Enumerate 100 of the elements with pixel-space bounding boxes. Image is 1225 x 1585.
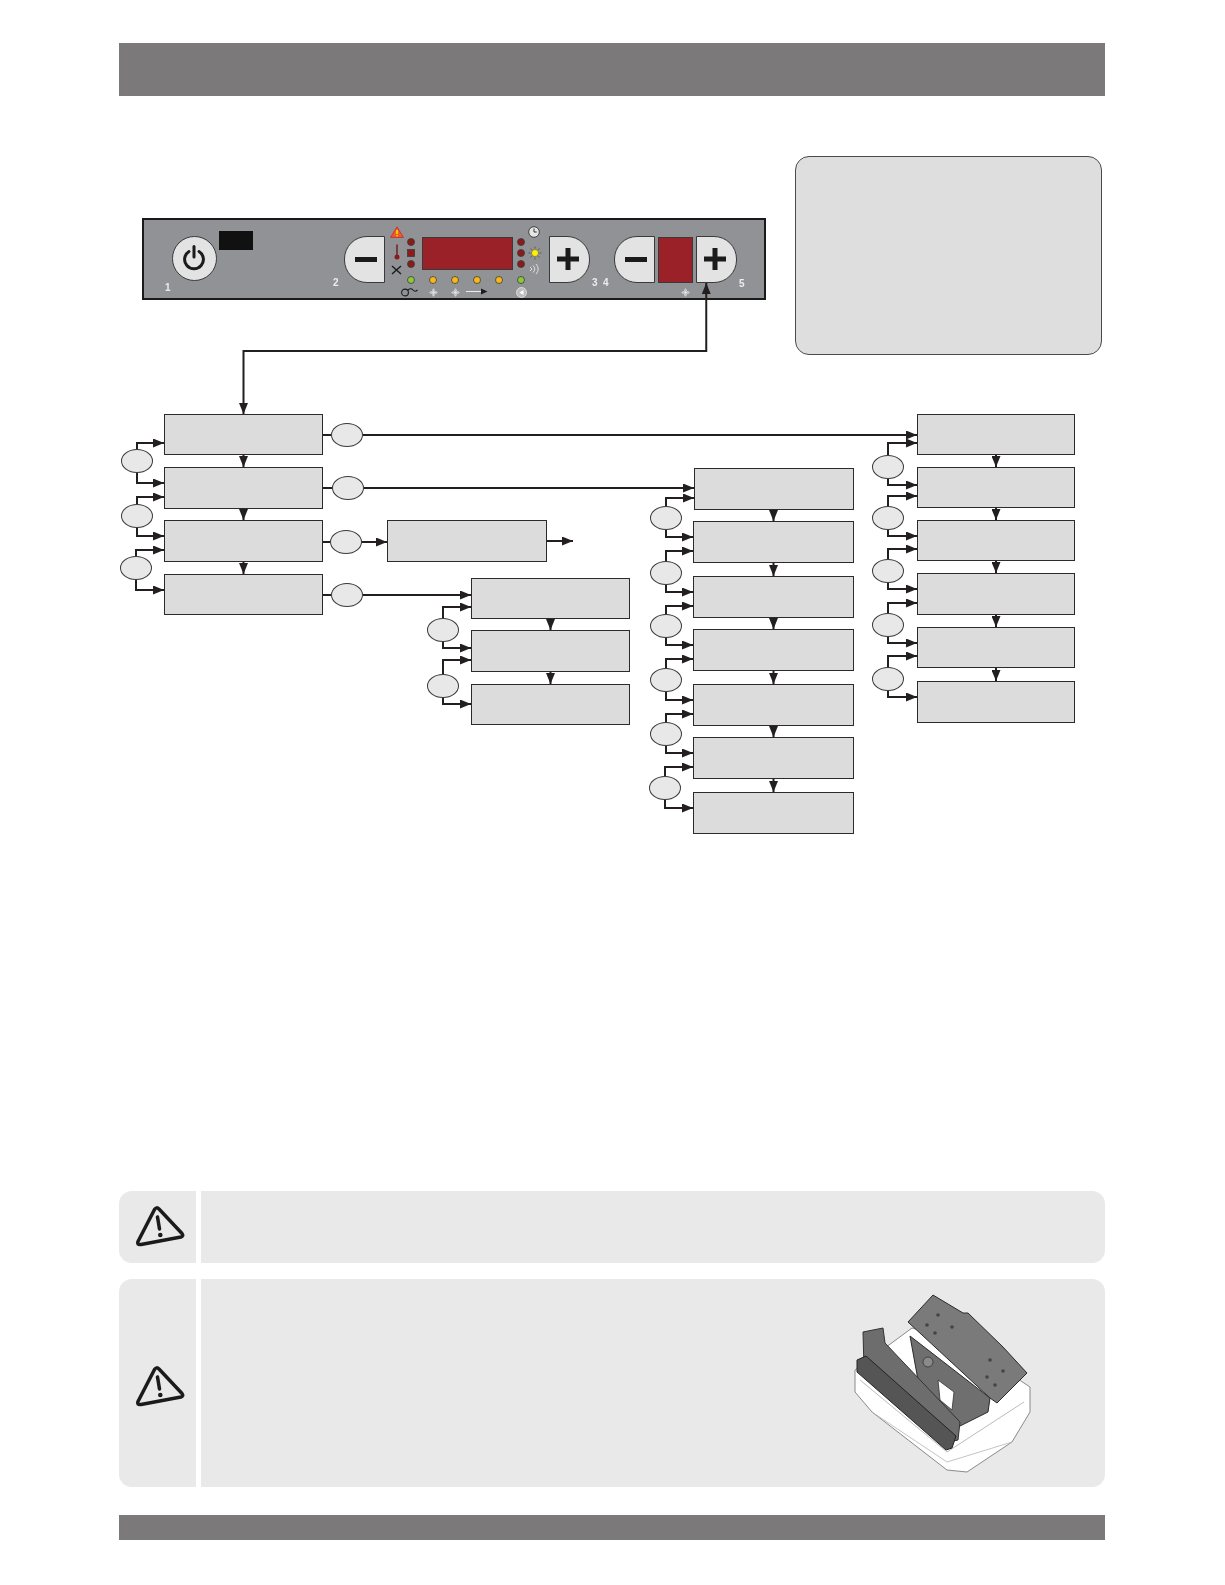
oval-marker [872, 559, 904, 583]
oval-marker [650, 722, 682, 746]
display-screen [658, 237, 693, 283]
arrow [887, 636, 918, 648]
oval-marker [427, 674, 459, 698]
arrow [769, 617, 778, 630]
arrow [769, 670, 778, 685]
arrow [665, 709, 694, 723]
arrow [546, 618, 555, 631]
arrow [135, 579, 165, 595]
arrow [887, 651, 918, 668]
arrow [887, 478, 918, 490]
arrow [991, 560, 1001, 574]
arrow [136, 472, 165, 488]
oval-marker [121, 449, 153, 473]
display-screen [422, 237, 513, 270]
process-box [917, 414, 1075, 455]
arrow [239, 561, 248, 575]
oval-marker [330, 530, 362, 554]
arrow [664, 799, 694, 813]
connector-line [322, 594, 332, 596]
process-box [387, 520, 547, 562]
process-box [917, 467, 1075, 508]
arrow [665, 745, 694, 758]
arrow [361, 537, 388, 547]
arrow [887, 544, 918, 560]
process-box [164, 414, 323, 455]
arrow [887, 598, 918, 614]
oval-marker [427, 618, 459, 642]
arrow [362, 590, 472, 600]
arrow [769, 562, 778, 577]
note-box [795, 156, 1102, 355]
oval-marker [331, 583, 363, 607]
arrow [887, 491, 918, 507]
process-box [164, 574, 323, 615]
arrow [362, 430, 918, 440]
arrow [665, 654, 694, 669]
arrow [442, 697, 472, 709]
process-box [471, 578, 630, 619]
arrow [135, 545, 165, 557]
arrow [665, 601, 694, 615]
arrow [991, 614, 1001, 628]
process-box [917, 520, 1075, 561]
button-number: 2 [333, 277, 339, 288]
process-box [693, 792, 854, 834]
process-box [693, 576, 854, 618]
process-box [164, 467, 323, 509]
arrow [239, 282, 711, 415]
process-box [917, 681, 1075, 723]
button-number: 5 [739, 278, 745, 289]
process-box [917, 573, 1075, 615]
arrow [546, 536, 574, 546]
arrow [887, 690, 918, 702]
arrow [442, 655, 472, 675]
oval-marker [650, 561, 682, 585]
process-box [693, 684, 854, 726]
arrow [991, 454, 1001, 468]
oval-marker [120, 556, 152, 580]
arrow [665, 691, 694, 705]
arrow [442, 602, 472, 619]
arrow [136, 438, 165, 450]
button-number: 1 [165, 282, 171, 293]
process-box [694, 468, 854, 510]
oval-marker [650, 506, 682, 530]
oval-marker [650, 614, 682, 638]
arrow [664, 762, 694, 777]
arrow [239, 508, 248, 521]
arrow [136, 527, 165, 541]
arrow [665, 529, 694, 542]
oval-marker [872, 613, 904, 637]
arrow [665, 493, 695, 507]
arrow [665, 584, 694, 597]
process-box [164, 520, 323, 562]
warning-panel [119, 1279, 1105, 1487]
arrow [363, 483, 695, 493]
arrow [442, 641, 472, 653]
process-box [693, 521, 854, 563]
arrow [887, 438, 918, 456]
process-box [693, 737, 854, 779]
arrow [546, 671, 555, 685]
arrow [991, 667, 1001, 682]
process-box [917, 627, 1075, 668]
arrow [769, 778, 778, 793]
arrow [665, 546, 694, 562]
arrow [136, 492, 165, 505]
arrow [887, 582, 918, 594]
process-box [471, 684, 630, 725]
oval-marker [872, 455, 904, 479]
oval-marker [332, 476, 364, 500]
arrow [665, 637, 694, 650]
arrow [239, 454, 248, 468]
oval-marker [121, 504, 153, 528]
arrow [769, 725, 778, 738]
process-box [693, 629, 854, 671]
arrow [769, 509, 778, 522]
warning-panel [119, 1191, 1105, 1263]
oval-marker [650, 668, 682, 692]
connector-line [322, 541, 331, 543]
button-number: 3 [592, 277, 598, 288]
oval-marker [649, 776, 681, 800]
